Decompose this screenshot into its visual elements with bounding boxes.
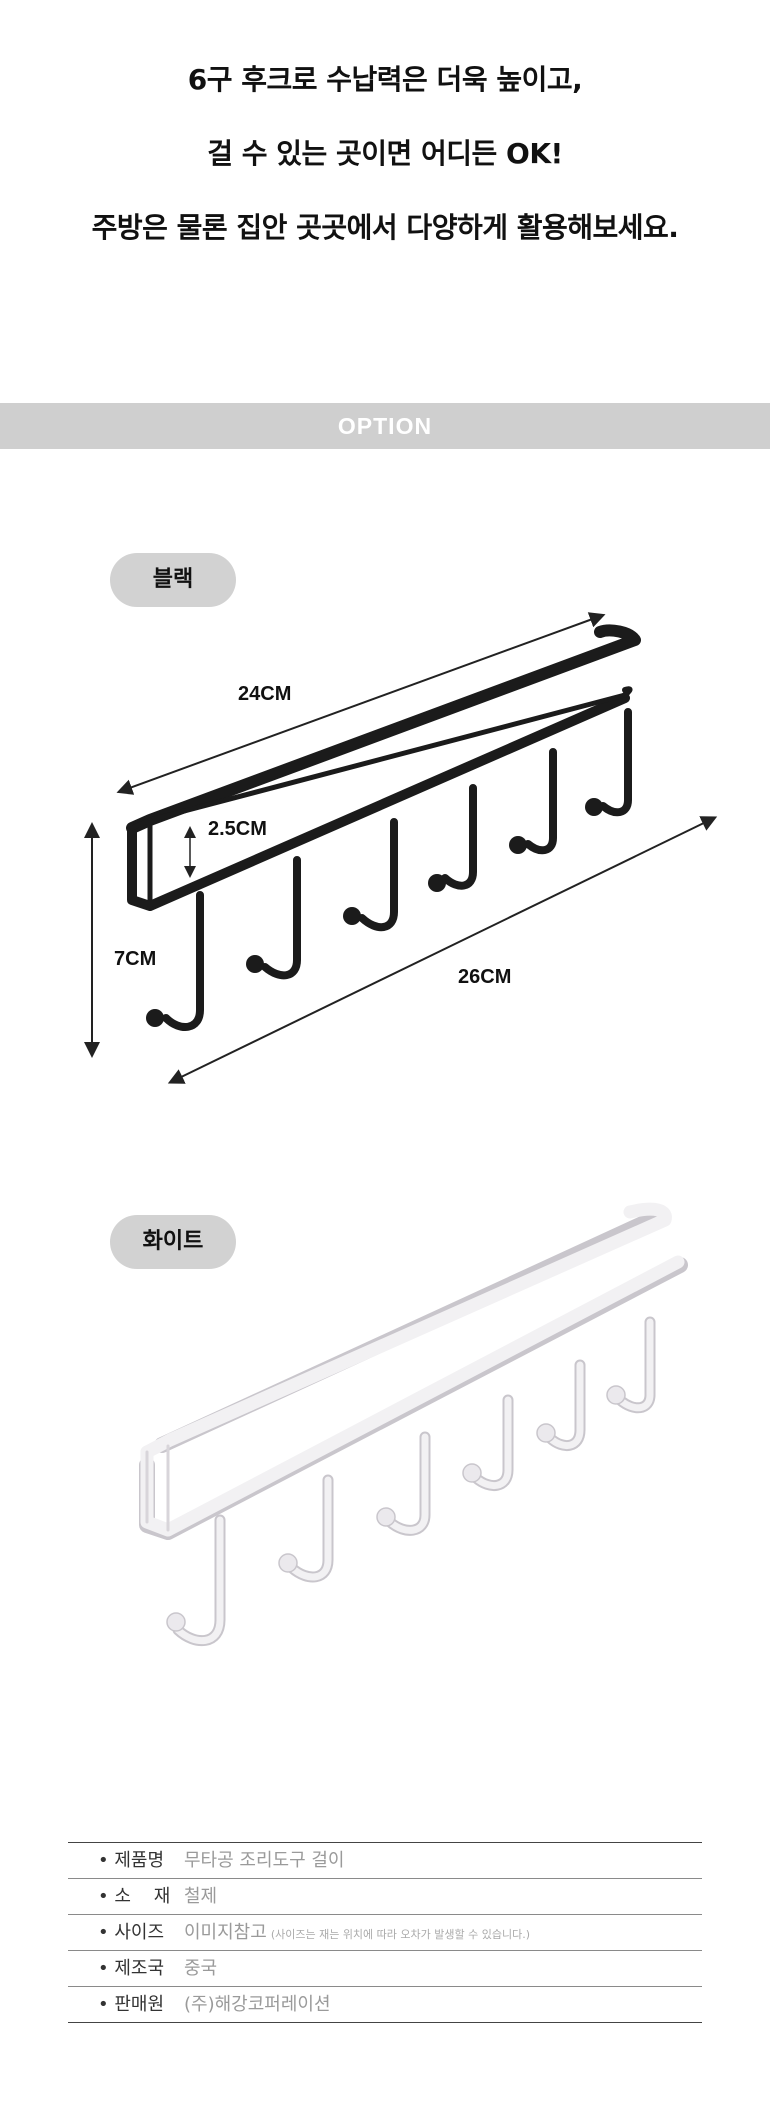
spec-value: 이미지참고(사이즈는 재는 위치에 따라 오차가 발생할 수 있습니다.) [184, 1922, 531, 1943]
spec-note: (사이즈는 재는 위치에 따라 오차가 발생할 수 있습니다.) [270, 1928, 531, 1941]
white-rack-image [139, 1202, 688, 1647]
intro-line-2: 걸 수 있는 곳이면 어디든 OK! [207, 137, 563, 170]
spec-row-country: • 제조국 중국 [68, 1951, 702, 1987]
spec-value: 철제 [184, 1886, 218, 1907]
spec-label: • 판매원 [98, 1994, 165, 2015]
spec-table: • 제품명 무타공 조리도구 걸이 • 소 재 철제 • 사이즈 이미지참고(사… [68, 1842, 702, 2023]
intro-line-1: 6구 후크로 수납력은 더욱 높이고, [187, 63, 583, 96]
option-white-label: 화이트 [110, 1215, 236, 1269]
spec-row-seller: • 판매원 (주)해강코퍼레이션 [68, 1987, 702, 2023]
spec-label: • 제조국 [98, 1958, 165, 1979]
intro-line-3: 주방은 물론 집안 곳곳에서 다양하게 활용해보세요. [91, 211, 679, 244]
option-black-label: 블랙 [110, 553, 236, 607]
spec-value: (주)해강코퍼레이션 [184, 1994, 331, 2015]
dim-arrow-top [116, 612, 606, 795]
spec-row-material: • 소 재 철제 [68, 1879, 702, 1915]
dim-arrow-bottom [167, 816, 718, 1084]
dim-length-top: 24CM [238, 683, 292, 705]
dim-length-bottom: 26CM [458, 966, 512, 988]
spec-value: 중국 [184, 1958, 218, 1979]
option-header: OPTION [0, 403, 770, 449]
black-rack-image [84, 612, 718, 1084]
dim-height-total: 7CM [114, 948, 157, 970]
spec-value: 무타공 조리도구 걸이 [184, 1850, 345, 1871]
spec-label: • 제품명 [98, 1850, 165, 1871]
spec-label: • 소 재 [98, 1886, 171, 1907]
dim-height-inner: 2.5CM [208, 818, 267, 840]
spec-row-size: • 사이즈 이미지참고(사이즈는 재는 위치에 따라 오차가 발생할 수 있습니… [68, 1915, 702, 1951]
spec-row-product-name: • 제품명 무타공 조리도구 걸이 [68, 1843, 702, 1879]
spec-label: • 사이즈 [98, 1922, 165, 1943]
